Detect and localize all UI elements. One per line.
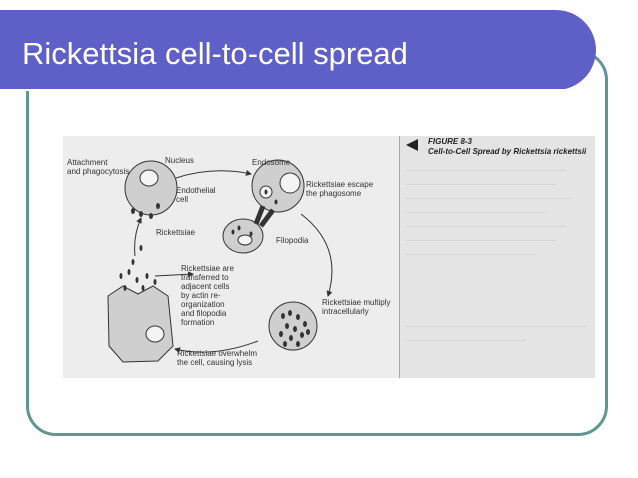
lysing-cell [107,285,174,363]
label-filopodia: Filopodia [276,236,309,245]
filopodia-shape [253,205,275,228]
figure-caption: Cell-to-Cell Spread by Rickettsia ricket… [428,147,587,156]
figure-number: FIGURE 8-3 [428,137,473,146]
rickettsiae-multiplying [279,310,310,347]
label-rickettsiae: Rickettsiae [156,228,196,237]
endothelial-cell-1 [124,160,178,216]
title-underline [0,89,596,91]
rickettsiae-attaching [131,203,160,219]
label-endosome: Endosome [252,158,291,167]
nucleus-1 [139,169,159,187]
title-bar: Rickettsia cell-to-cell spread [0,10,596,90]
arrow-to-escape [175,170,252,179]
cell-spread-diagram [107,159,333,363]
endothelial-cell-4 [268,301,318,351]
nucleus-2 [279,172,301,194]
arrow-to-lysis [174,340,259,354]
background-page-text [400,136,595,378]
figure-pointer-icon [406,139,418,151]
rickettsiae-released [119,245,157,291]
arrow-to-multiply [300,213,333,297]
label-nucleus: Nucleus [165,156,194,165]
arrow-to-attachment [134,217,142,257]
arrow-to-transfer [154,271,194,278]
slide-title: Rickettsia cell-to-cell spread [22,36,408,71]
